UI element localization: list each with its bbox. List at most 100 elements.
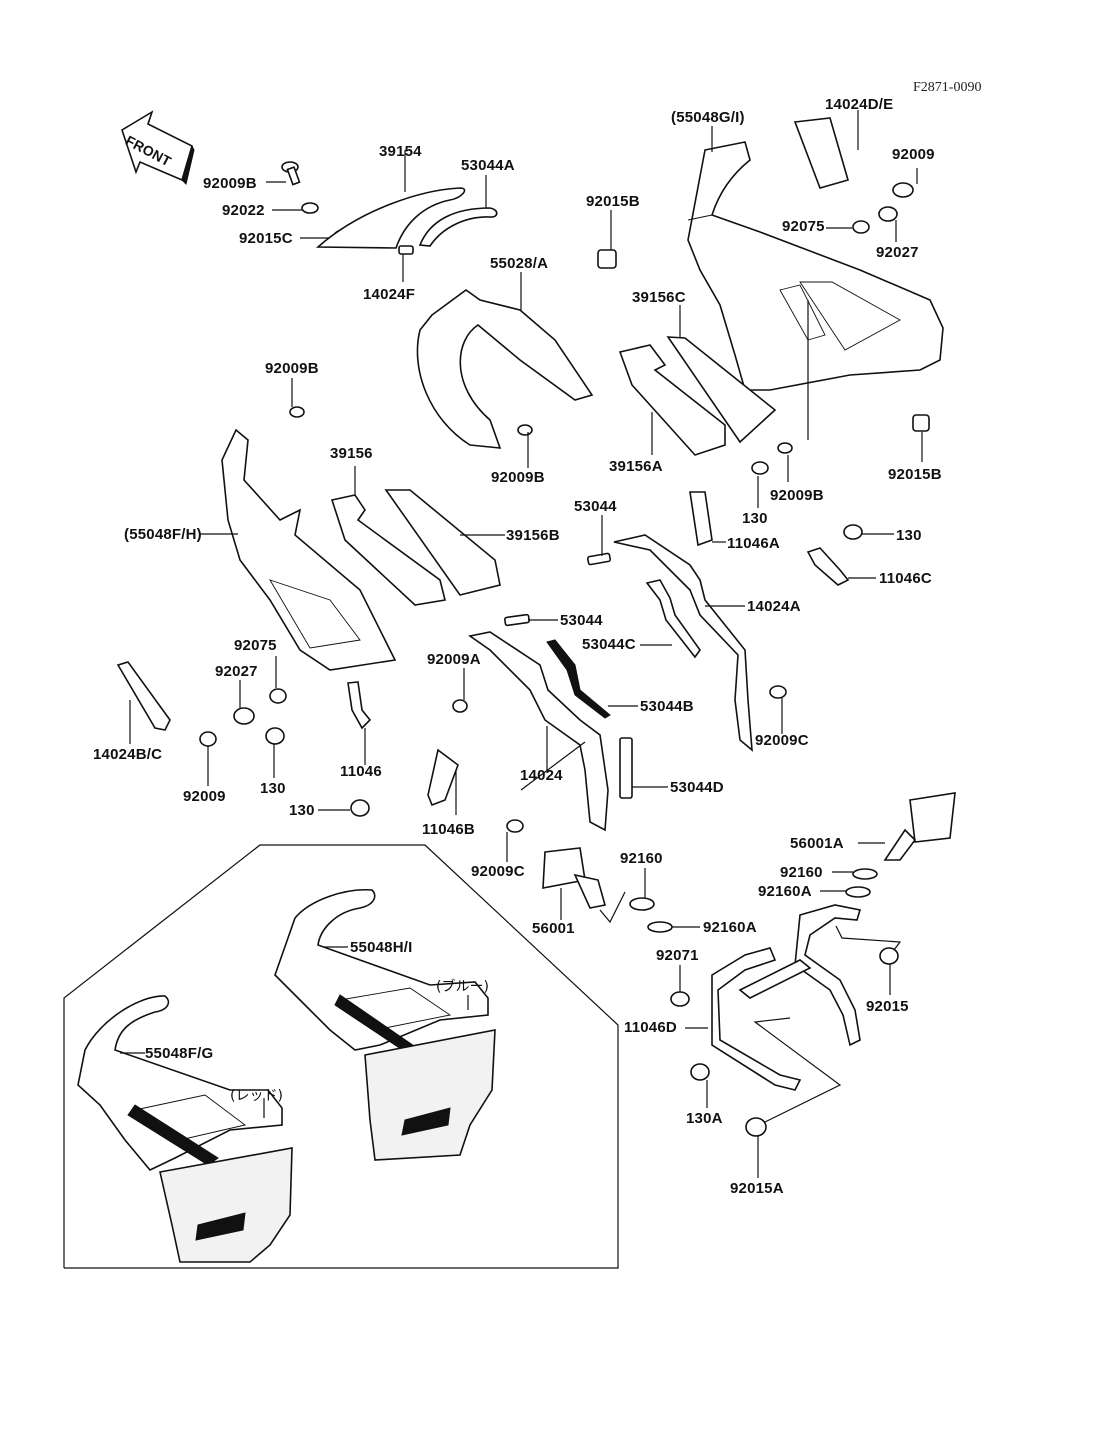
callout-label: 11046D bbox=[624, 1019, 677, 1036]
callout-label: 11046 bbox=[340, 763, 382, 780]
pad-39156a-icon bbox=[618, 344, 726, 456]
rubber-53044-icon bbox=[504, 613, 530, 627]
callout-label: 53044A bbox=[461, 157, 515, 174]
callout-label: 92009C bbox=[471, 863, 525, 880]
bolt-icon bbox=[517, 424, 533, 436]
callout-label: 92009C bbox=[755, 732, 809, 749]
grommet-92071-icon bbox=[670, 991, 690, 1007]
callout-label: (55048F/H) bbox=[124, 526, 202, 543]
callout-label: 56001 bbox=[532, 920, 575, 937]
bolt-92009b-icon bbox=[281, 161, 301, 186]
bracket-11046c-icon bbox=[806, 547, 850, 586]
nut-92015a-icon bbox=[745, 1117, 767, 1137]
pad-39156c-icon bbox=[666, 336, 777, 444]
color-note-red: (レッド) bbox=[230, 1088, 283, 1104]
callout-label: 14024A bbox=[747, 598, 801, 615]
plate-92160a-icon bbox=[845, 886, 871, 898]
callout-label: 92015B bbox=[888, 466, 942, 483]
pad-39156-icon bbox=[330, 494, 446, 606]
clip-92015b-icon bbox=[912, 414, 930, 432]
callout-label: 14024 bbox=[520, 767, 563, 784]
part-53044a-icon bbox=[418, 207, 498, 247]
callout-label: 130 bbox=[896, 527, 922, 544]
color-variant-box bbox=[63, 844, 619, 1269]
callout-label: 92027 bbox=[215, 663, 258, 680]
plate-92160a-icon bbox=[647, 921, 673, 933]
callout-label: 92160A bbox=[703, 919, 757, 936]
part-14024de-icon bbox=[793, 117, 849, 189]
callout-label: 14024F bbox=[363, 286, 416, 303]
callout-label: 53044 bbox=[560, 612, 603, 629]
rubber-53044d-icon bbox=[619, 737, 633, 799]
bolt-130-icon bbox=[265, 727, 285, 745]
bolt-130a-icon bbox=[690, 1063, 710, 1081]
callout-label: 55028/A bbox=[490, 255, 549, 272]
callout-label: 92022 bbox=[222, 202, 265, 219]
grommet-92075-icon bbox=[852, 220, 870, 234]
callout-label: 55048F/G bbox=[145, 1045, 214, 1062]
bolt-130-icon bbox=[350, 799, 370, 817]
callout-label: 39156 bbox=[330, 445, 373, 462]
bolt-92009-icon bbox=[892, 182, 914, 198]
grommet-92075-icon bbox=[269, 688, 287, 704]
part-14024f-icon bbox=[398, 245, 414, 255]
callout-label: 39156B bbox=[506, 527, 560, 544]
callout-label: 92009 bbox=[183, 788, 226, 805]
callout-label: 92009A bbox=[427, 651, 481, 668]
front-arrow-icon bbox=[121, 110, 195, 185]
callout-label: 92015 bbox=[866, 998, 909, 1015]
mirror-56001a-icon bbox=[883, 792, 956, 861]
callout-label: 92009B bbox=[491, 469, 545, 486]
callout-label: 92015B bbox=[586, 193, 640, 210]
callout-label: 39154 bbox=[379, 143, 422, 160]
part-14024bc-icon bbox=[116, 661, 171, 731]
color-note-blue: (ブルー) bbox=[436, 979, 489, 995]
cowl-variant-blue-icon bbox=[274, 889, 496, 1161]
callout-label: 92160A bbox=[758, 883, 812, 900]
callout-label: 14024D/E bbox=[825, 96, 894, 113]
figure-code: F2871-0090 bbox=[913, 80, 982, 95]
bolt-92009-icon bbox=[199, 731, 217, 747]
stay-14024-icon bbox=[468, 631, 609, 832]
rubber-53044b-icon bbox=[546, 639, 611, 719]
lower-cowl-55048fh-icon bbox=[221, 428, 397, 671]
bracket-11046b-icon bbox=[427, 748, 459, 807]
bolt-92009a-icon bbox=[452, 699, 468, 713]
callout-label: 53044D bbox=[670, 779, 724, 796]
callout-label: 92009B bbox=[770, 487, 824, 504]
mirror-56001-icon bbox=[542, 847, 607, 909]
callout-label: 39156A bbox=[609, 458, 663, 475]
collar-92027-icon bbox=[233, 707, 255, 725]
bolt-92009c-icon bbox=[506, 819, 524, 833]
bracket-11046a-icon bbox=[689, 491, 713, 547]
collar-92027-icon bbox=[878, 206, 898, 222]
clip-92015b-icon bbox=[597, 249, 617, 269]
plate-92160-icon bbox=[852, 868, 878, 880]
part-55028a-icon bbox=[416, 289, 594, 449]
callout-label: 130 bbox=[289, 802, 315, 819]
pad-39156b-icon bbox=[384, 489, 501, 596]
callout-label: 92027 bbox=[876, 244, 919, 261]
callout-label: 92071 bbox=[656, 947, 699, 964]
washer-92022-icon bbox=[301, 202, 319, 214]
callout-label: 92009B bbox=[203, 175, 257, 192]
callout-label: 11046A bbox=[727, 535, 780, 552]
callout-label: 11046B bbox=[422, 821, 475, 838]
callout-label: 14024B/C bbox=[93, 746, 163, 763]
callout-label: 53044B bbox=[640, 698, 694, 715]
bracket-11046-icon bbox=[347, 681, 372, 730]
callout-label: 92015A bbox=[730, 1180, 784, 1197]
plate-92160-icon bbox=[629, 897, 655, 911]
callout-label: 92015C bbox=[239, 230, 293, 247]
rubber-53044-icon bbox=[586, 552, 612, 566]
callout-label: (55048G/I) bbox=[671, 109, 745, 126]
callout-label: 56001A bbox=[790, 835, 844, 852]
nut-92015-icon bbox=[879, 947, 899, 965]
callout-label: 92075 bbox=[234, 637, 277, 654]
callout-label: 92009 bbox=[892, 146, 935, 163]
bolt-92009c-icon bbox=[769, 685, 787, 699]
callout-label: 130 bbox=[742, 510, 768, 527]
callout-label: 55048H/I bbox=[350, 939, 413, 956]
